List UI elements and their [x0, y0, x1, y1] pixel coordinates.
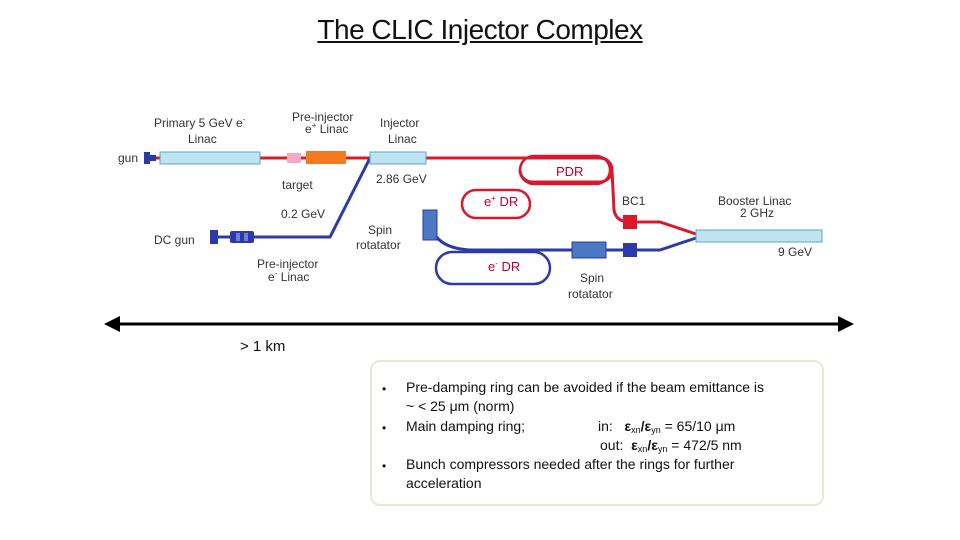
label-preinj-electron-2: e- Linac — [268, 269, 309, 284]
bc1-electron-block — [623, 243, 637, 257]
note-1-line-2: ~ < 25 μm (norm) — [406, 398, 515, 414]
dc-gun-icon — [210, 230, 254, 244]
target-block — [287, 153, 301, 163]
bc1-positron-block — [623, 215, 637, 229]
label-bc1: BC1 — [622, 194, 646, 208]
label-primary-linac: Primary 5 GeV e- — [154, 115, 246, 130]
label-pdr: PDR — [556, 164, 583, 179]
booster-linac — [695, 229, 823, 243]
gun-icon — [144, 152, 156, 164]
scale-label: > 1 km — [240, 338, 286, 355]
preinjector-positron-linac — [306, 151, 346, 164]
label-ele-dr: e- DR — [488, 259, 520, 274]
label-booster: Booster Linac — [718, 194, 791, 208]
label-preinj-positron: Pre-injector — [292, 110, 353, 124]
label-injector-2: Linac — [388, 132, 417, 146]
notes-box: • Pre-damping ring can be avoided if the… — [370, 360, 824, 506]
label-preinj-electron: Pre-injector — [257, 257, 318, 271]
label-injector: Injector — [380, 116, 419, 130]
label-energy-9: 9 GeV — [778, 245, 812, 259]
label-spin-rotator-b: Spin — [580, 271, 604, 285]
label-dc-gun: DC gun — [154, 233, 195, 247]
page-title: The CLIC Injector Complex — [317, 14, 643, 45]
note-1-line-1: Pre-damping ring can be avoided if the b… — [406, 379, 764, 395]
injector-linac — [369, 151, 427, 165]
label-energy-286: 2.86 GeV — [376, 172, 427, 186]
label-preinj-positron-2: e+ Linac — [305, 121, 348, 136]
arrow-left-icon — [104, 316, 120, 332]
bullet-icon: • — [382, 421, 387, 435]
spin-rotator-block — [422, 209, 438, 241]
note-2-out: out: εxn/εyn = 472/5 nm — [600, 437, 742, 454]
bullet-icon: • — [382, 382, 387, 396]
label-energy-02: 0.2 GeV — [281, 207, 325, 221]
label-pos-dr: e+ DR — [484, 194, 518, 209]
bullet-icon: • — [382, 459, 387, 473]
label-gun: gun — [118, 151, 138, 165]
label-spin-rotator-2: rotatator — [356, 238, 401, 252]
pos-dr-ring — [460, 188, 532, 220]
note-2-in: in: εxn/εyn = 65/10 μm — [598, 418, 736, 435]
note-2-text: Main damping ring; — [406, 418, 526, 434]
electron-line-main — [212, 157, 372, 239]
label-spin-rotator: Spin — [368, 223, 392, 237]
note-3-line-1: Bunch compressors needed after the rings… — [406, 456, 735, 472]
arrow-right-icon — [838, 316, 854, 332]
note-3-line-2: acceleration — [406, 475, 482, 491]
label-spin-rotator-b-2: rotatator — [568, 287, 613, 301]
label-primary-linac-2: Linac — [188, 132, 217, 146]
primary-linac — [159, 151, 261, 165]
spin-rotator-block-2 — [571, 241, 607, 259]
ele-dr-ring — [434, 250, 552, 286]
electron-to-booster — [428, 221, 697, 252]
label-booster-2: 2 GHz — [740, 206, 774, 220]
scale-arrow — [104, 316, 854, 332]
label-target: target — [282, 178, 313, 192]
